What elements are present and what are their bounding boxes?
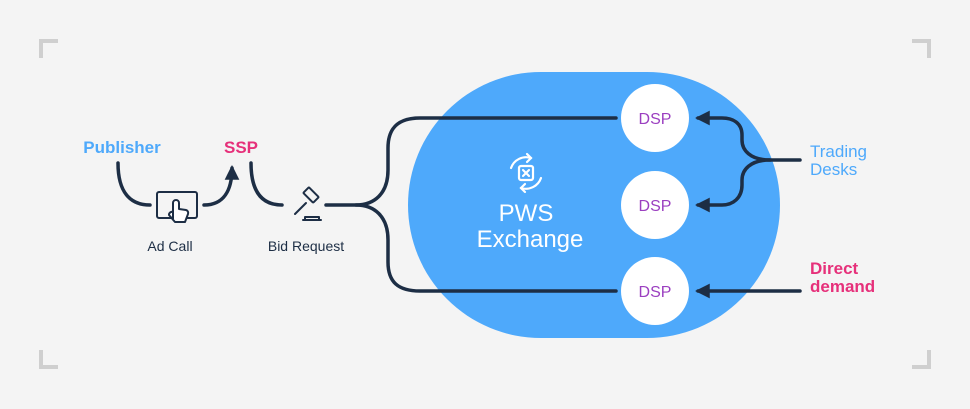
dsp-2-label: DSP: [639, 198, 672, 215]
ssp-to-bidrequest-connector: [249, 161, 284, 207]
adcall-to-ssp-arrow: [202, 165, 240, 207]
gavel-icon: [294, 186, 322, 221]
corner-bottom-right: [912, 350, 931, 369]
trading-desks-label-line1: Trading: [810, 142, 867, 161]
ad-call-label: Ad Call: [147, 238, 192, 254]
direct-demand-label-line1: Direct: [810, 259, 859, 278]
corner-bottom-left: [39, 350, 58, 369]
ssp-label: SSP: [224, 138, 258, 157]
publisher-label: Publisher: [83, 138, 161, 157]
trading-desks-label-line2: Desks: [810, 160, 857, 179]
exchange-cycle-icon: [509, 152, 543, 194]
publisher-to-adcall-connector: [116, 161, 152, 207]
tap-screen-icon: [156, 191, 198, 223]
exchange-blob: [408, 72, 780, 338]
corner-top-right: [912, 39, 931, 58]
bid-request-label: Bid Request: [268, 238, 344, 254]
dsp-1-label: DSP: [639, 111, 672, 128]
corner-brackets: [39, 39, 931, 369]
exchange-title-line2: Exchange: [477, 226, 584, 253]
exchange-title-line1: PWS: [499, 200, 554, 227]
dsp-node-1: DSP: [621, 84, 689, 152]
corner-top-left: [39, 39, 58, 58]
bid-fanout-connector: [324, 116, 618, 293]
dsp-3-label: DSP: [639, 284, 672, 301]
dsp-node-2: DSP: [621, 171, 689, 239]
dsp-node-3: DSP: [621, 257, 689, 325]
trading-desks-connector: [695, 110, 802, 213]
direct-demand-label-line2: demand: [810, 277, 875, 296]
